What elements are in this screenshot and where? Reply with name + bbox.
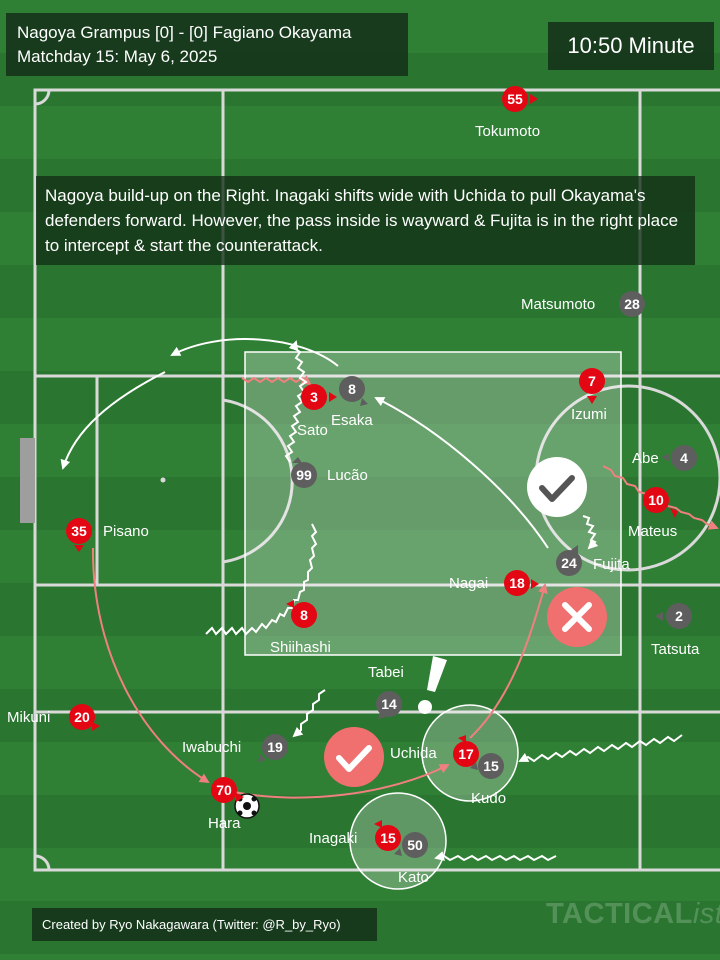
svg-text:8: 8 xyxy=(348,381,356,397)
match-time-box: 10:50 Minute xyxy=(548,22,714,70)
svg-text:Mikuni: Mikuni xyxy=(7,709,50,726)
run-arrow-mateus-out xyxy=(667,505,719,530)
svg-text:10: 10 xyxy=(648,492,664,508)
player-matsumoto[interactable]: 28 Matsumoto xyxy=(521,291,645,317)
credit-text: Created by Ryo Nakagawara (Twitter: @R_b… xyxy=(42,917,341,932)
watermark-main: TACTICAL xyxy=(546,898,693,930)
svg-text:20: 20 xyxy=(74,709,90,725)
player-kudo[interactable]: 15 Kudo xyxy=(470,753,506,807)
svg-text:55: 55 xyxy=(507,91,523,107)
svg-text:3: 3 xyxy=(310,389,318,405)
player-kato[interactable]: 50 Kato xyxy=(394,832,429,886)
svg-text:2: 2 xyxy=(675,608,683,624)
credit-box: Created by Ryo Nakagawara (Twitter: @R_b… xyxy=(32,908,377,941)
svg-text:4: 4 xyxy=(680,450,688,466)
svg-text:Fujita: Fujita xyxy=(593,556,630,573)
svg-text:35: 35 xyxy=(71,523,87,539)
svg-text:28: 28 xyxy=(624,296,640,312)
svg-text:15: 15 xyxy=(380,830,396,846)
check-icon-okayama xyxy=(527,457,587,517)
player-tatsuta[interactable]: 2 Tatsuta xyxy=(651,603,700,658)
cross-icon xyxy=(547,587,607,647)
run-arrow-iwabuchi xyxy=(292,689,326,738)
svg-text:Izumi: Izumi xyxy=(571,406,607,423)
svg-text:Kato: Kato xyxy=(398,869,429,886)
match-date: Matchday 15: May 6, 2025 xyxy=(17,47,218,66)
player-nagai[interactable]: 18 Nagai xyxy=(449,570,539,596)
match-time: 10:50 Minute xyxy=(567,33,695,58)
svg-text:Matsumoto: Matsumoto xyxy=(521,296,595,313)
pass-arrow-uchida-fujita xyxy=(469,583,548,739)
run-arrow-fujita-press xyxy=(582,515,599,550)
svg-text:7: 7 xyxy=(588,373,596,389)
player-izumi[interactable]: 7 Izumi xyxy=(571,368,607,423)
svg-text:17: 17 xyxy=(458,746,474,762)
run-arrow-fujita-esaka xyxy=(374,397,549,549)
svg-text:Shiihashi: Shiihashi xyxy=(270,639,331,656)
svg-text:Esaka: Esaka xyxy=(331,412,373,429)
svg-text:Lucão: Lucão xyxy=(327,467,368,484)
svg-text:Iwabuchi: Iwabuchi xyxy=(182,739,241,756)
watermark-italic: ista xyxy=(692,898,720,930)
goal xyxy=(20,438,35,523)
run-arrow-kudo xyxy=(518,734,683,763)
players: 55 Tokumoto 3 Sato 7 Izumi 10 Mateus 35 … xyxy=(7,86,700,886)
run-arrow-esaka-back xyxy=(170,338,339,367)
player-hara[interactable]: 70 Hara xyxy=(208,777,244,832)
player-mikuni[interactable]: 20 Mikuni xyxy=(7,704,100,731)
run-arrow-to-pisano xyxy=(60,371,166,470)
svg-text:Hara: Hara xyxy=(208,815,241,832)
pass-arrow-hara-uchida xyxy=(233,764,450,799)
svg-text:99: 99 xyxy=(296,467,312,483)
match-info-box: Nagoya Grampus [0] - [0] Fagiano Okayama… xyxy=(6,13,408,76)
svg-text:19: 19 xyxy=(267,739,283,755)
svg-text:24: 24 xyxy=(561,555,577,571)
svg-text:18: 18 xyxy=(509,575,525,591)
pass-arrow-pisano-hara xyxy=(91,547,210,784)
svg-text:Nagai: Nagai xyxy=(449,575,488,592)
player-sato[interactable]: 3 Sato xyxy=(297,384,337,439)
run-arrow-shiihashi xyxy=(205,523,318,636)
svg-text:Tokumoto: Tokumoto xyxy=(475,123,540,140)
svg-text:Tatsuta: Tatsuta xyxy=(651,641,700,658)
svg-text:Tabei: Tabei xyxy=(368,664,404,681)
annotation-text: Nagoya build-up on the Right. Inagaki sh… xyxy=(45,186,679,255)
run-arrow-kato xyxy=(434,851,557,862)
svg-text:70: 70 xyxy=(216,782,232,798)
svg-text:50: 50 xyxy=(407,837,423,853)
svg-text:Uchida: Uchida xyxy=(390,745,437,762)
svg-text:Kudo: Kudo xyxy=(471,790,506,807)
player-lucao[interactable]: 99 Lucão xyxy=(291,457,368,488)
annotation-box: Nagoya build-up on the Right. Inagaki sh… xyxy=(36,176,695,265)
run-arrow-sato xyxy=(241,375,312,386)
svg-text:Mateus: Mateus xyxy=(628,523,677,540)
player-fujita[interactable]: 24 Fujita xyxy=(556,545,630,576)
player-pisano[interactable]: 35 Pisano xyxy=(66,518,149,552)
player-iwabuchi[interactable]: 19 Iwabuchi xyxy=(182,734,288,762)
exclamation-icon xyxy=(418,656,447,714)
match-title: Nagoya Grampus [0] - [0] Fagiano Okayama xyxy=(17,23,352,42)
player-tabei[interactable]: 14 Tabei xyxy=(368,664,404,719)
svg-text:Inagaki: Inagaki xyxy=(309,830,357,847)
player-esaka[interactable]: 8 Esaka xyxy=(331,376,373,429)
player-abe[interactable]: 4 Abe xyxy=(632,445,697,471)
watermark-logo: TACTICALista xyxy=(546,898,720,931)
player-inagaki[interactable]: 15 Inagaki xyxy=(309,820,401,851)
svg-text:14: 14 xyxy=(381,696,397,712)
player-shiihashi[interactable]: 8 Shiihashi xyxy=(270,600,331,656)
svg-text:8: 8 xyxy=(300,607,308,623)
svg-text:15: 15 xyxy=(483,758,499,774)
player-mateus[interactable]: 10 Mateus xyxy=(628,487,678,540)
svg-text:Sato: Sato xyxy=(297,422,328,439)
check-icon-nagoya xyxy=(324,727,384,787)
player-uchida[interactable]: 17 Uchida xyxy=(390,735,479,767)
svg-text:Abe: Abe xyxy=(632,450,659,467)
svg-text:Pisano: Pisano xyxy=(103,523,149,540)
player-tokumoto[interactable]: 55 Tokumoto xyxy=(475,86,540,140)
